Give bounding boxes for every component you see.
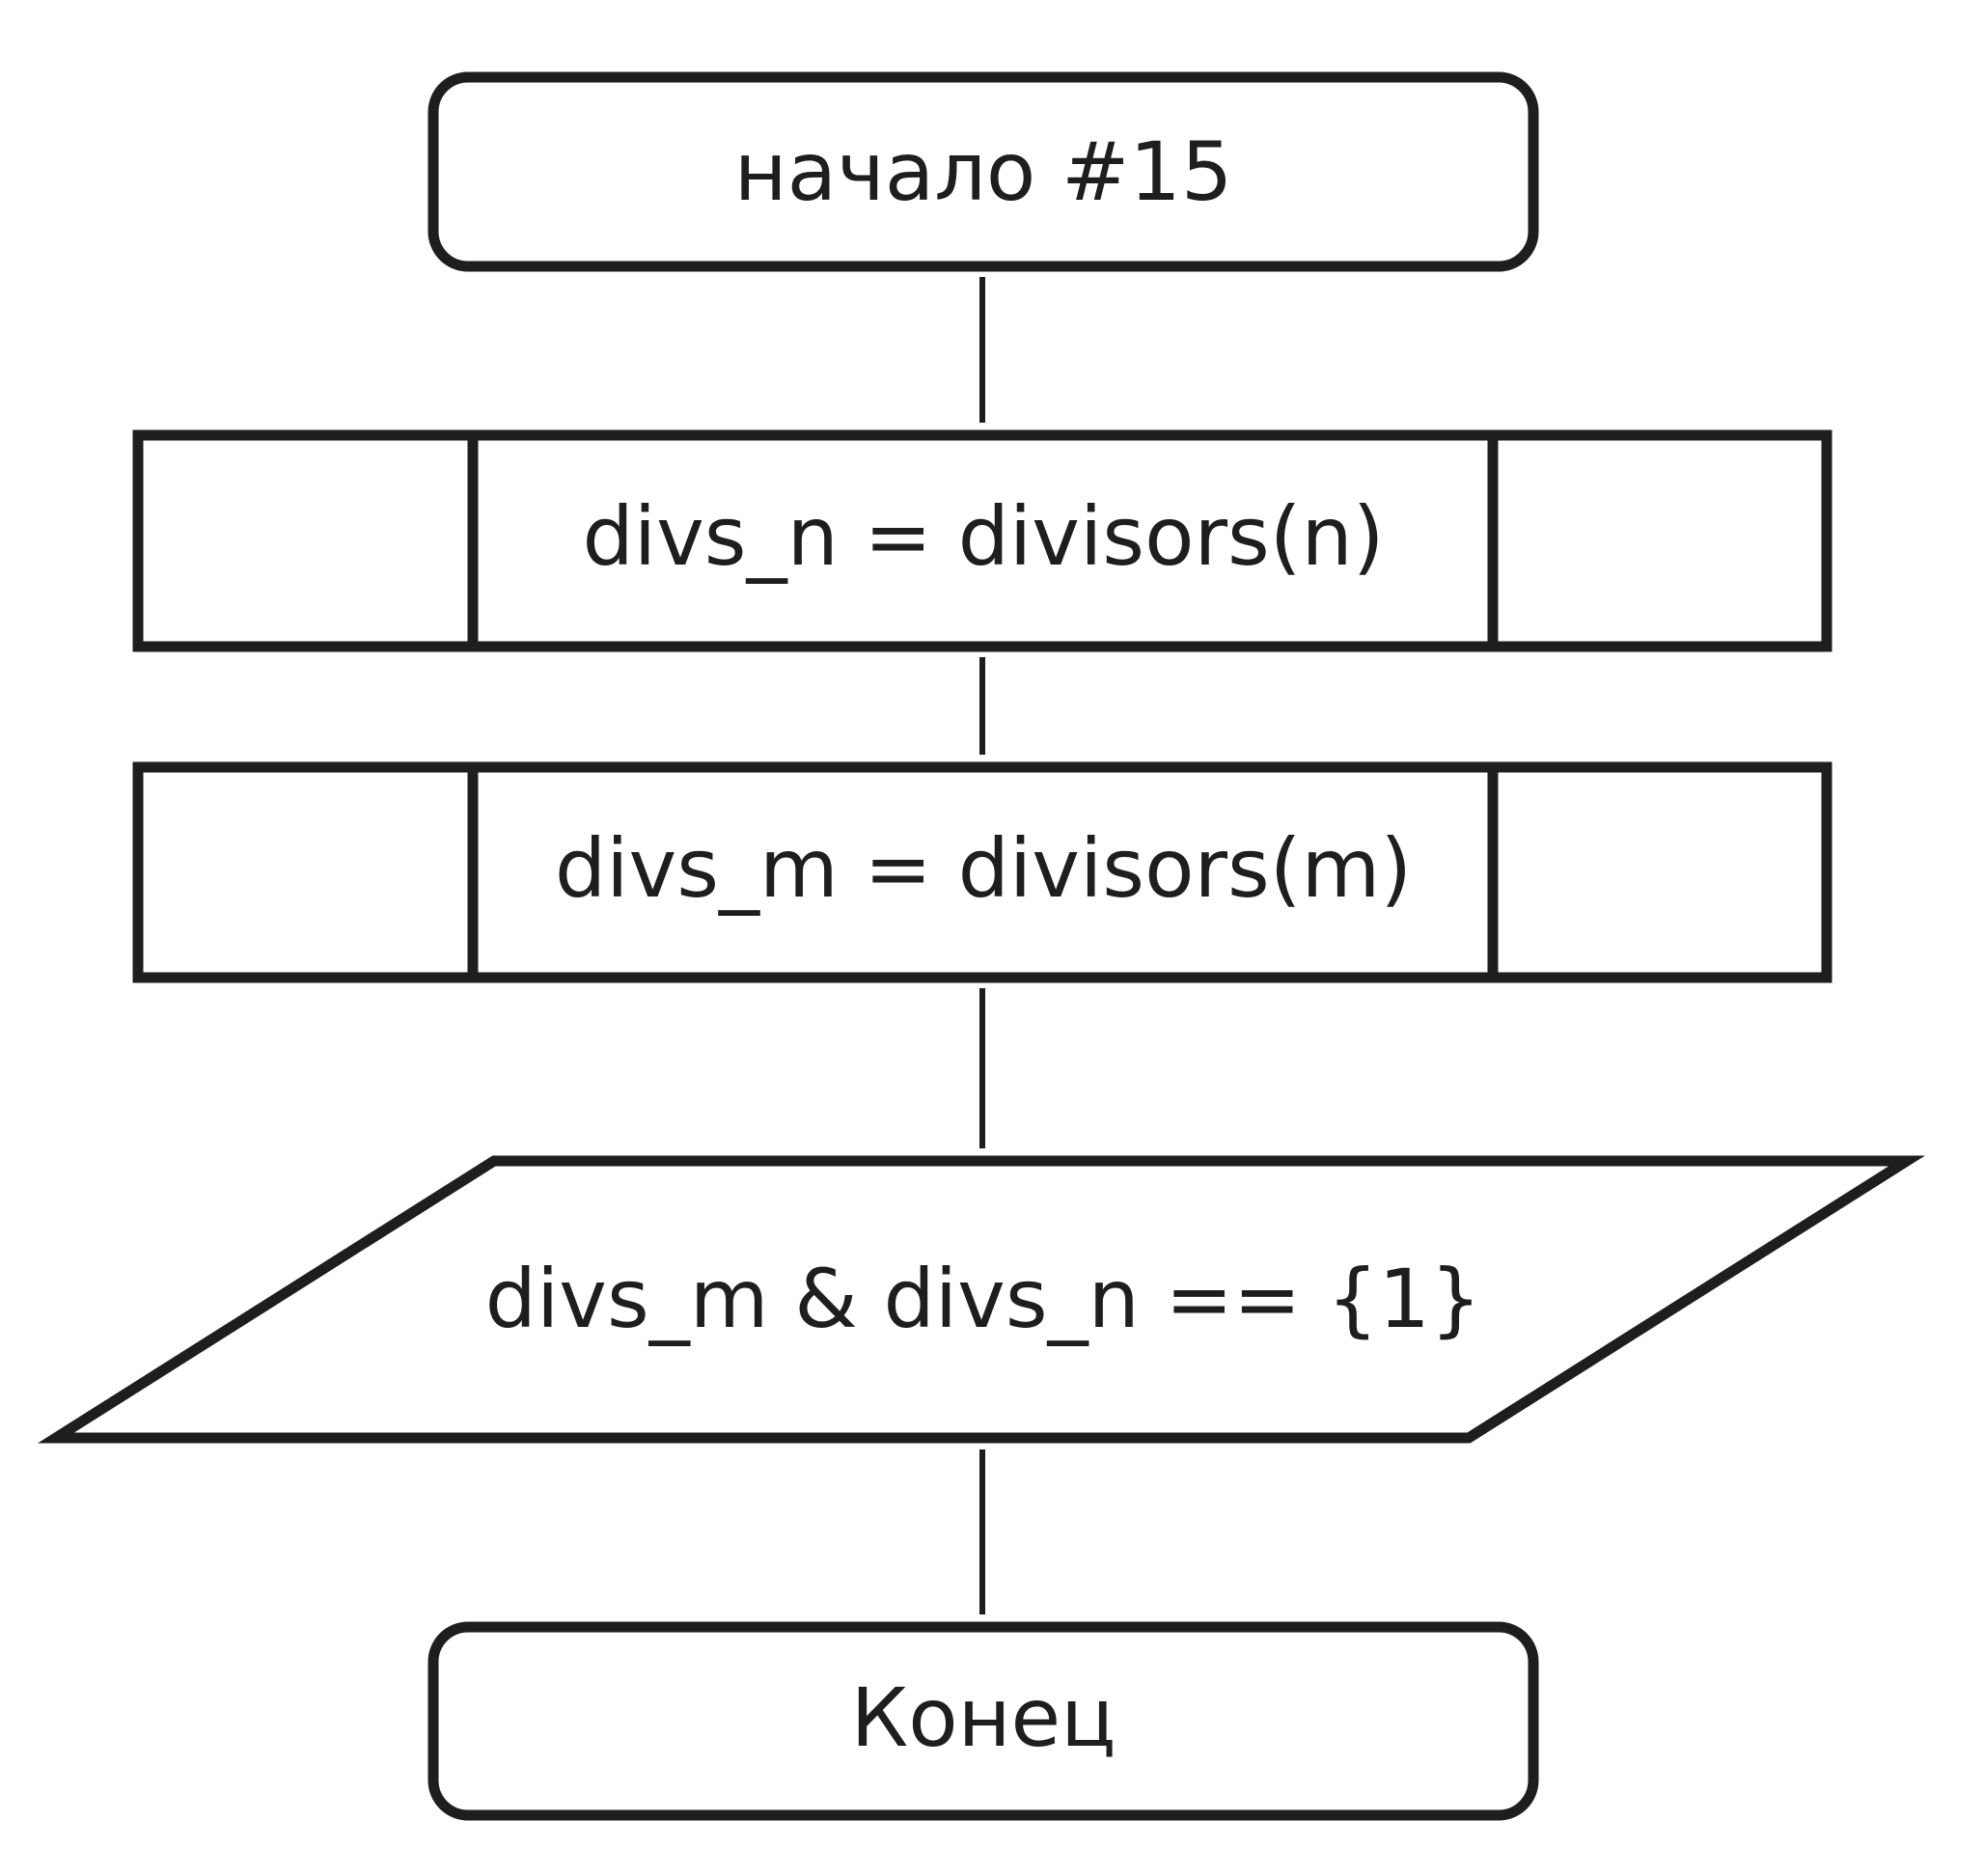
end-label: Конец: [851, 1670, 1116, 1765]
end-terminator-shape: [427, 1621, 1539, 1821]
io1-label: divs_m & divs_n == {1}: [485, 1252, 1482, 1346]
node-proc1: divs_n = divisors(n): [132, 429, 1832, 652]
start-terminator-shape: [427, 71, 1539, 272]
proc1-shape: [132, 429, 1832, 652]
io1-parallelogram-shape: [38, 1155, 1925, 1444]
node-end: Конец: [427, 1621, 1539, 1821]
proc2-label: divs_m = divisors(m): [555, 821, 1412, 916]
node-io1: divs_m & divs_n == {1}: [38, 1155, 1925, 1444]
proc2-shape: [132, 761, 1832, 983]
node-proc2: divs_m = divisors(m): [132, 761, 1832, 983]
node-start: начало #15: [427, 71, 1539, 272]
proc1-label: divs_n = divisors(n): [582, 489, 1384, 584]
start-label: начало #15: [734, 124, 1233, 219]
